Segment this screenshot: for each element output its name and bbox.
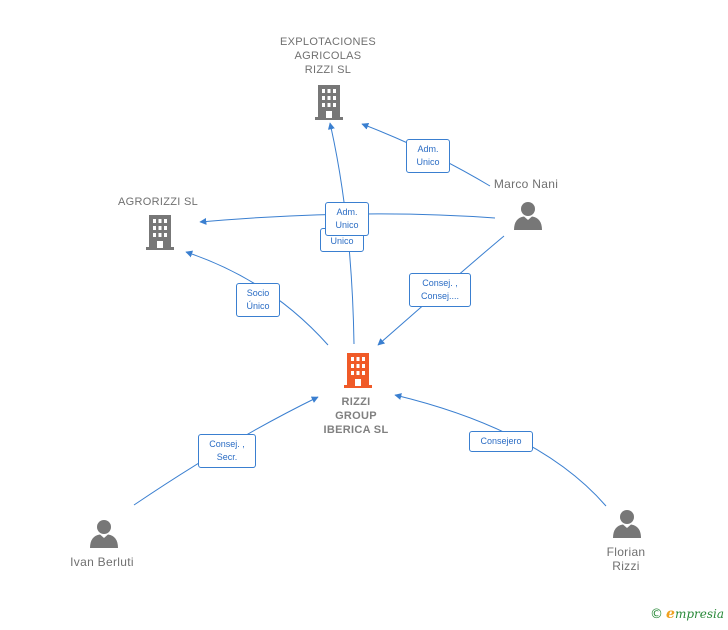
person-icon[interactable] [611, 508, 643, 538]
edge-label-rizzi-explotaciones[interactable]: Adm. Unico [325, 202, 369, 236]
node-label-ivan-berluti[interactable]: Ivan Berluti [70, 555, 134, 569]
copyright-icon: © [650, 607, 664, 622]
edge-label-ivan-rizzi[interactable]: Consej. , Secr. [198, 434, 256, 468]
node-label-marco-nani[interactable]: Marco Nani [493, 177, 559, 191]
node-label-explotaciones[interactable]: EXPLOTACIONES AGRICOLAS RIZZI SL [280, 36, 376, 76]
person-icon[interactable] [512, 200, 544, 230]
brand-name: mpresia [674, 607, 724, 621]
building-focus-icon[interactable] [342, 352, 374, 388]
node-label-agrorizzi[interactable]: AGRORIZZI SL [118, 196, 198, 208]
edge-label-rizzi-agrorizzi[interactable]: Socio Único [236, 283, 280, 317]
person-icon[interactable] [88, 518, 120, 548]
edge-label-marco-rizzi[interactable]: Consej. , Consej.... [409, 273, 471, 307]
building-icon[interactable] [313, 84, 345, 120]
brand-watermark: ©empresia [650, 606, 724, 622]
building-icon[interactable] [144, 214, 176, 250]
node-label-rizzi-group[interactable]: RIZZI GROUP IBERICA SL [323, 396, 389, 436]
edge-label-florian-rizzi[interactable]: Consejero [469, 431, 533, 452]
brand-initial: e [666, 606, 675, 622]
node-label-florian-rizzi[interactable]: Florian Rizzi [606, 545, 646, 573]
edge-label-marco-explotaciones[interactable]: Adm. Unico [406, 139, 450, 173]
